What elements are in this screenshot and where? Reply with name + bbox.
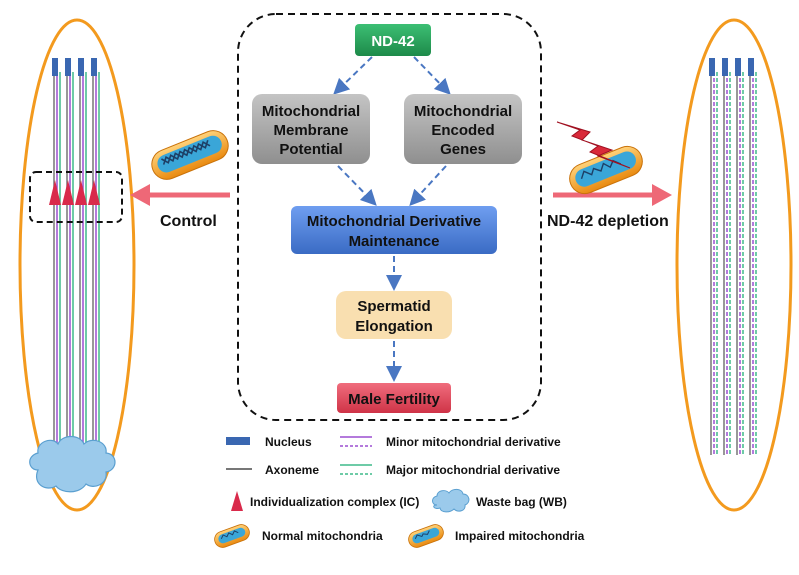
ic-highlight-box	[29, 171, 123, 223]
waste-bag-cloud-icon	[29, 435, 116, 493]
legend-normal-label: Normal mitochondria	[262, 529, 383, 543]
control-label: Control	[160, 213, 217, 230]
svg-text:Maintenance: Maintenance	[349, 233, 440, 250]
legend: Nucleus Minor mitochondrial derivative A…	[214, 435, 585, 548]
depletion-arrow	[553, 184, 672, 206]
elongation-line-1: Spermatid	[357, 298, 430, 315]
svg-text:Genes: Genes	[440, 141, 486, 158]
maintenance-line-1: Mitochondrial Derivative	[307, 213, 481, 230]
bundle	[79, 72, 87, 445]
legend-major-icon	[340, 464, 372, 475]
svg-text:Elongation: Elongation	[355, 318, 433, 335]
encoded-genes-box: Mitochondrial Encoded Genes	[404, 94, 522, 164]
membrane-line-1: Mitochondrial	[262, 103, 360, 120]
nucleus-icon	[709, 58, 754, 76]
bundle	[736, 72, 744, 455]
genes-line-1: Mitochondrial	[414, 103, 512, 120]
legend-impaired-mito-icon	[408, 524, 444, 548]
center-dashed-panel	[237, 13, 542, 421]
spermatid-elongation-box: Spermatid Elongation	[336, 291, 452, 339]
membrane-line-2: Membrane	[273, 122, 348, 139]
normal-mitochondria-icon	[151, 130, 229, 180]
legend-impaired-label: Impaired mitochondria	[455, 529, 585, 543]
svg-text:Membrane: Membrane	[273, 122, 348, 139]
ic-triangle-icon	[49, 180, 100, 205]
svg-text:Potential: Potential	[279, 141, 342, 158]
arrow-nd42-to-genes	[413, 56, 451, 95]
genes-line-2: Encoded	[431, 122, 494, 139]
nd42-label: ND-42	[371, 33, 414, 50]
bundle	[723, 72, 731, 455]
svg-text:Encoded: Encoded	[431, 122, 494, 139]
bundle	[66, 72, 74, 445]
male-fertility-label: Male Fertility	[348, 391, 440, 408]
bundle	[53, 72, 61, 445]
bundle	[749, 72, 757, 455]
legend-major-label: Major mitochondrial derivative	[386, 463, 560, 477]
svg-text:Spermatid: Spermatid	[357, 298, 430, 315]
svg-text:Mitochondrial Derivative: Mitochondrial Derivative	[307, 213, 481, 230]
nd42-box: ND-42	[355, 24, 431, 56]
maintenance-line-2: Maintenance	[349, 233, 440, 250]
depletion-spermatid-cyst	[675, 18, 793, 512]
lightning-bolt-icon	[556, 121, 631, 169]
legend-axoneme-label: Axoneme	[265, 463, 319, 477]
male-fertility-box: Male Fertility	[337, 383, 451, 413]
legend-normal-mito-icon	[214, 524, 250, 548]
nucleus-icon	[52, 58, 97, 76]
elongation-line-2: Elongation	[355, 318, 433, 335]
bundle	[710, 72, 718, 455]
membrane-potential-box: Mitochondrial Membrane Potential	[252, 94, 370, 164]
legend-minor-icon	[340, 436, 372, 447]
arrow-membrane-to-maintenance	[337, 165, 377, 206]
control-bundles	[53, 72, 100, 445]
depletion-bundles	[710, 72, 757, 455]
control-cyst-outline	[18, 18, 136, 512]
derivative-maintenance-box: Mitochondrial Derivative Maintenance	[291, 206, 497, 254]
bundle	[92, 72, 100, 445]
legend-nucleus-label: Nucleus	[265, 435, 312, 449]
legend-nucleus-icon	[226, 437, 250, 445]
control-spermatid-cyst	[18, 18, 136, 512]
arrow-genes-to-maintenance	[409, 165, 447, 206]
legend-wb-label: Waste bag (WB)	[476, 495, 567, 509]
depletion-label: ND-42 depletion	[547, 213, 669, 230]
svg-text:Mitochondrial: Mitochondrial	[262, 103, 360, 120]
impaired-mitochondria-icon	[569, 145, 643, 195]
legend-ic-icon	[231, 491, 243, 511]
membrane-line-3: Potential	[279, 141, 342, 158]
genes-line-3: Genes	[440, 141, 486, 158]
arrow-nd42-to-membrane	[333, 56, 373, 95]
control-arrow	[130, 184, 230, 206]
legend-minor-label: Minor mitochondrial derivative	[386, 435, 561, 449]
depletion-cyst-outline	[675, 18, 793, 512]
legend-ic-label: Individualization complex (IC)	[250, 495, 419, 509]
svg-text:Mitochondrial: Mitochondrial	[414, 103, 512, 120]
legend-wb-icon	[432, 488, 470, 513]
